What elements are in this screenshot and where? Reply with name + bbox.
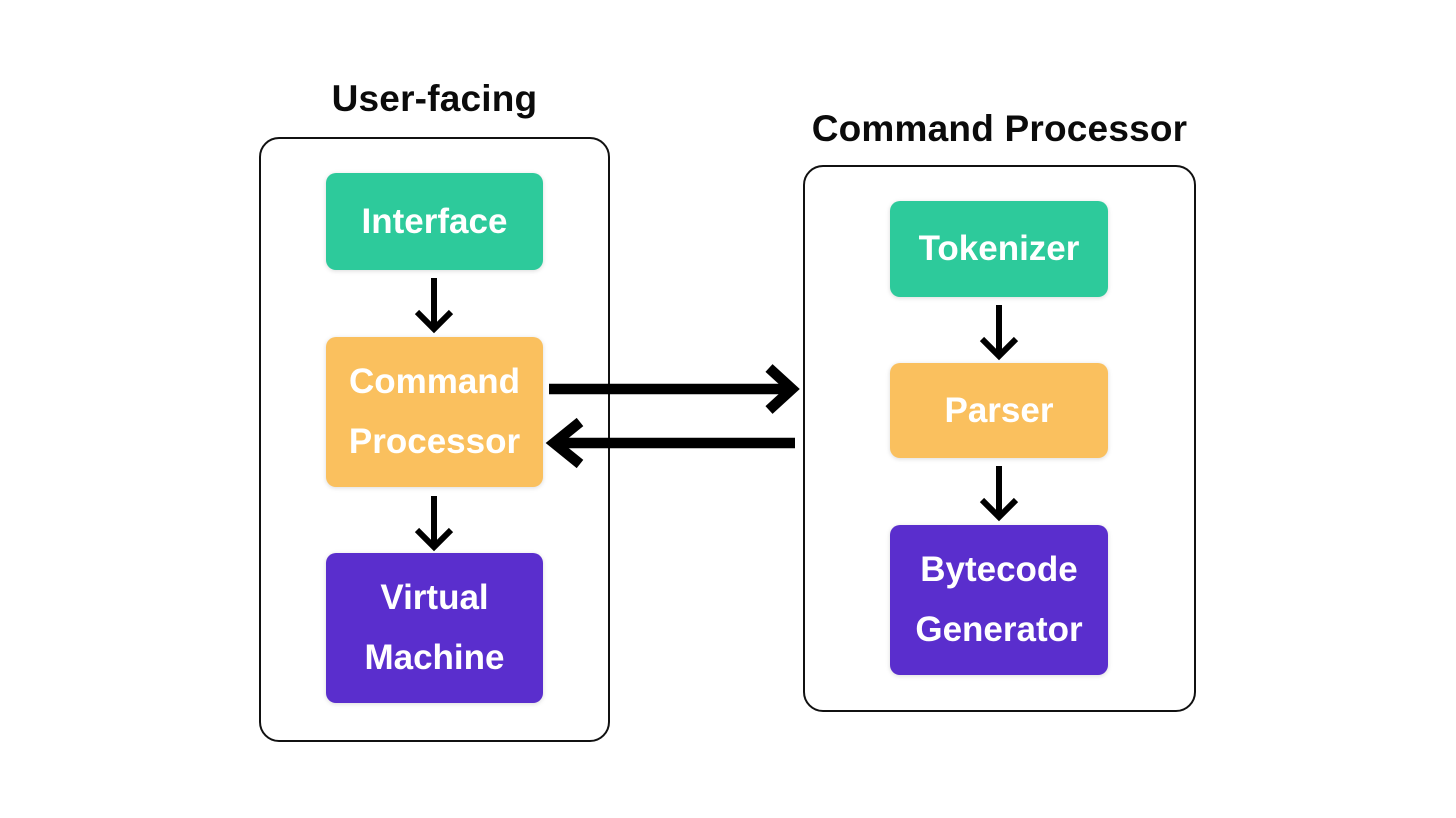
node-parser-label: Parser bbox=[944, 390, 1054, 430]
arrow-head-right bbox=[765, 364, 800, 414]
node-parser: Parser bbox=[890, 363, 1108, 458]
node-interface: Interface bbox=[326, 173, 543, 270]
group-container-command-processor bbox=[803, 165, 1196, 712]
node-command-processor-label-line1: Command bbox=[348, 362, 521, 401]
node-virtual-machine-label-line2: Machine bbox=[364, 638, 505, 677]
group-title-command-processor: Command Processor bbox=[811, 108, 1188, 149]
node-command-processor: Command Processor bbox=[326, 337, 543, 487]
group-title-user-facing: User-facing bbox=[331, 78, 538, 119]
node-virtual-machine: Virtual Machine bbox=[326, 553, 543, 703]
node-tokenizer: Tokenizer bbox=[890, 201, 1108, 297]
node-bytecode-generator-label-line2: Generator bbox=[915, 610, 1083, 649]
node-virtual-machine-label-line1: Virtual bbox=[380, 578, 489, 617]
node-interface-label: Interface bbox=[361, 201, 508, 241]
node-command-processor-label-line2: Processor bbox=[348, 422, 521, 461]
node-bytecode-generator: Bytecode Generator bbox=[890, 525, 1108, 675]
node-bytecode-generator-label-line1: Bytecode bbox=[920, 550, 1078, 589]
node-tokenizer-label: Tokenizer bbox=[918, 229, 1080, 268]
